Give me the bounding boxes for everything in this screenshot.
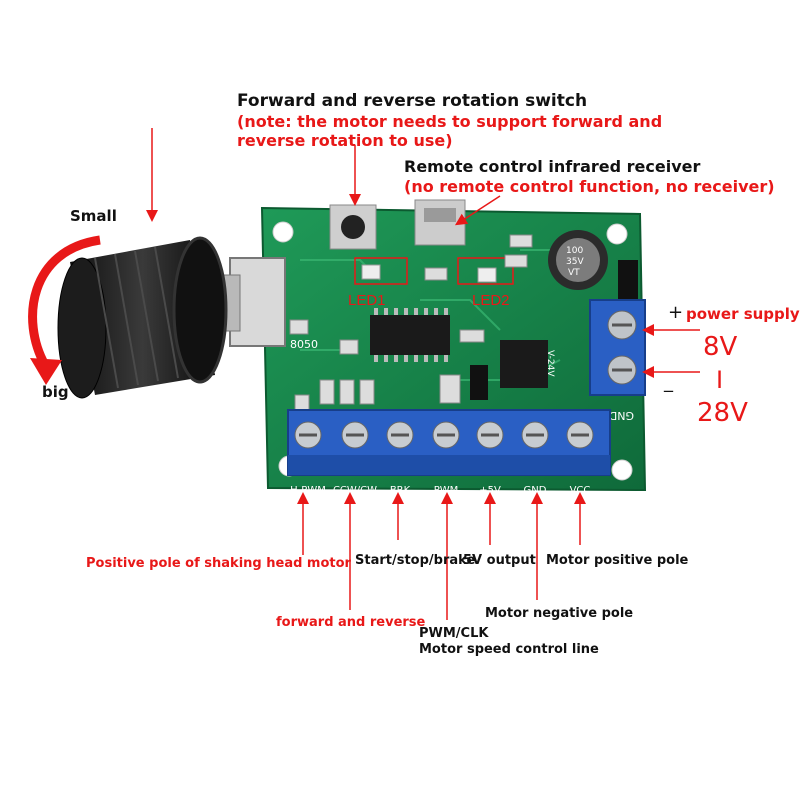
terminal-silkscreen-label: CCW/CW	[333, 485, 377, 496]
voltage-range-separator: I	[716, 366, 724, 394]
label-shaking-head: Positive pole of shaking head motor	[86, 556, 351, 571]
label-big: big	[42, 383, 69, 401]
tactile-switch	[329, 204, 377, 250]
terminal-silkscreen-label: +5V	[479, 485, 501, 496]
voltage-max: 28V	[697, 398, 748, 428]
terminal-screw	[566, 421, 594, 449]
power-plus: +	[668, 302, 684, 323]
terminal-screw	[341, 421, 369, 449]
terminal-silkscreen-label: VCC	[570, 485, 591, 496]
label-start-stop: Start/stop/brake	[355, 553, 476, 568]
terminal-screw	[476, 421, 504, 449]
power-minus: _	[664, 372, 673, 393]
silkscreen-led1: LED1	[348, 292, 386, 309]
mount-hole	[272, 221, 294, 243]
silkscreen-led2: LED2	[472, 292, 510, 309]
label-speed-control: Motor speed control line	[419, 642, 599, 657]
mount-hole	[611, 459, 633, 481]
label-motor-negative: Motor negative pole	[485, 606, 634, 621]
label-forward-reverse: forward and reverse	[276, 615, 426, 630]
svg-text:VT: VT	[568, 268, 580, 278]
pointer-lines	[146, 128, 700, 620]
mosfet	[618, 260, 638, 302]
main-terminal-block	[287, 409, 611, 476]
label-5v-output: 5V output	[463, 553, 536, 568]
svg-text:100: 100	[566, 246, 583, 256]
terminal-screw	[432, 421, 460, 449]
switch-note-line1: (note: the motor needs to support forwar…	[237, 112, 663, 131]
rotation-arrow	[28, 235, 101, 368]
knob	[57, 236, 228, 399]
rotation-arrow-head	[30, 358, 62, 385]
terminal-silkscreen-label: GND	[524, 485, 547, 496]
voltage-min: 8V	[703, 332, 738, 362]
led1	[354, 257, 408, 285]
ic-chip	[370, 308, 450, 362]
terminal-screw	[294, 421, 322, 449]
voltage-regulator	[500, 340, 548, 388]
terminal-screw	[386, 421, 414, 449]
ir-receiver	[414, 199, 466, 246]
label-small: Small	[70, 207, 117, 225]
mount-hole	[606, 223, 628, 245]
terminal-screw	[521, 421, 549, 449]
led2	[457, 257, 514, 285]
switch-title: Forward and reverse rotation switch	[237, 91, 588, 111]
label-pwm-clk: PWM/CLK	[419, 626, 489, 641]
svg-text:35V: 35V	[566, 257, 584, 267]
ir-note: (no remote control function, no receiver…	[404, 177, 775, 196]
capacitor: 100 35V VT	[548, 230, 608, 290]
silkscreen-vin: V-24V	[545, 350, 555, 377]
power-terminal-block	[589, 299, 646, 396]
ir-title: Remote control infrared receiver	[404, 157, 701, 176]
terminal-silkscreen-label: PWM	[434, 485, 459, 496]
diode	[470, 365, 488, 400]
terminal-silkscreen-label: BRK	[390, 485, 411, 496]
power-supply-label: power supply	[686, 305, 800, 323]
silkscreen-8050: 8050	[290, 338, 318, 351]
switch-note-line2: reverse rotation to use)	[237, 131, 453, 150]
label-motor-positive: Motor positive pole	[546, 553, 689, 568]
silkscreen-gnd: GND	[609, 409, 634, 422]
terminal-silkscreen-label: H-PWM	[290, 485, 326, 496]
